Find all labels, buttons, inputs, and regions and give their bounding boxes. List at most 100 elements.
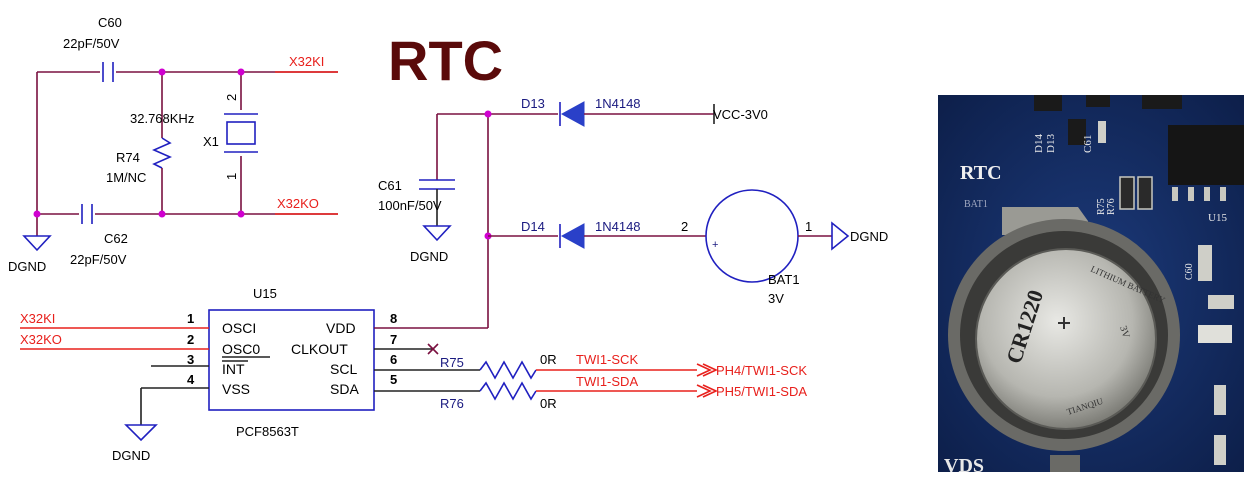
cell-plus-mark bbox=[1058, 317, 1070, 329]
dgnd-label-bat: DGND bbox=[850, 229, 888, 244]
pin-name-int: INT bbox=[222, 361, 245, 377]
photo-c60-label: C60 bbox=[1184, 263, 1195, 280]
bat1-value: 3V bbox=[768, 291, 784, 306]
net-x32ko-bottom: X32KO bbox=[277, 196, 319, 211]
c61-symbol bbox=[419, 179, 455, 190]
net-x32ko-ic: X32KO bbox=[20, 332, 62, 347]
pin-num-6: 6 bbox=[390, 352, 397, 367]
photo-bat1-label: BAT1 bbox=[964, 199, 988, 210]
c61-ref: C61 bbox=[378, 178, 402, 193]
c62-ref: C62 bbox=[104, 231, 128, 246]
pcb-photo: D14 D13 C61 U15 RTC BAT1 R75 R76 C60 bbox=[938, 95, 1244, 472]
pin-name-osci: OSCI bbox=[222, 320, 256, 336]
x1-pin-bottom: 1 bbox=[224, 173, 239, 180]
dgnd-symbol-left bbox=[22, 235, 52, 252]
u15-body bbox=[208, 309, 375, 411]
net-ph5: PH5/TWI1-SDA bbox=[716, 384, 807, 399]
r76-ref: R76 bbox=[440, 396, 464, 411]
x1-component bbox=[1198, 325, 1232, 343]
bat1-pin: 1 bbox=[805, 219, 812, 234]
pin-name-sda: SDA bbox=[330, 381, 359, 397]
dgnd-symbol-c61 bbox=[422, 225, 452, 242]
right-small-2 bbox=[1214, 435, 1226, 465]
dgnd-label-left: DGND bbox=[8, 259, 46, 274]
cell-voltage: 3V bbox=[1117, 325, 1131, 341]
dgnd-label-vss: DGND bbox=[112, 448, 150, 463]
x1-pin-top: 2 bbox=[224, 94, 239, 101]
bat1-ref: BAT1 bbox=[768, 272, 800, 287]
u15-chip bbox=[1168, 125, 1244, 185]
d13-symbol bbox=[560, 101, 585, 127]
clkout-nc-mark bbox=[427, 343, 439, 355]
junction-x1-bottom bbox=[237, 210, 245, 218]
junction-x1-top bbox=[237, 68, 245, 76]
net-twi1-sck: TWI1-SCK bbox=[576, 352, 638, 367]
u15-ref: U15 bbox=[253, 286, 277, 301]
chip-top-2 bbox=[1086, 95, 1110, 107]
c60-ref: C60 bbox=[98, 15, 122, 30]
photo-r76-label: R76 bbox=[1106, 198, 1117, 215]
x1-frequency: 32.768KHz bbox=[130, 111, 194, 126]
d13-component bbox=[1068, 119, 1086, 145]
d14-part: 1N4148 bbox=[595, 219, 641, 234]
pin-num-5: 5 bbox=[390, 372, 397, 387]
pin-name-clkout: CLKOUT bbox=[291, 341, 348, 357]
r75-component bbox=[1119, 176, 1135, 210]
photo-r75-label: R75 bbox=[1096, 198, 1107, 215]
r76-value: 0R bbox=[540, 396, 557, 411]
x1-plates bbox=[224, 113, 258, 153]
r75-ref: R75 bbox=[440, 355, 464, 370]
pin-name-scl: SCL bbox=[330, 361, 357, 377]
pin-name-osc0: OSC0 bbox=[222, 341, 260, 357]
u15-part: PCF8563T bbox=[236, 424, 299, 439]
net-x32ki-ic: X32KI bbox=[20, 311, 55, 326]
d13-ref: D13 bbox=[521, 96, 545, 111]
pin-num-4: 4 bbox=[187, 372, 195, 387]
wire-pin4 bbox=[140, 387, 209, 425]
chip-top-3 bbox=[1142, 95, 1182, 109]
pin-num-1: 1 bbox=[187, 311, 194, 326]
pin-name-vdd: VDD bbox=[326, 320, 356, 336]
r74-symbol bbox=[152, 137, 172, 169]
photo-c61-label: C61 bbox=[1082, 135, 1094, 153]
r74-ref: R74 bbox=[116, 150, 140, 165]
d14-symbol bbox=[560, 223, 585, 249]
r74-value: 1M/NC bbox=[106, 170, 146, 185]
r76-symbol bbox=[479, 381, 537, 401]
photo-d14-label: D14 bbox=[1033, 134, 1045, 153]
r76-component bbox=[1137, 176, 1153, 210]
r75-symbol bbox=[479, 360, 537, 380]
pin-num-7: 7 bbox=[390, 332, 397, 347]
junction-left-bottom bbox=[33, 210, 41, 218]
photo-d13-label: D13 bbox=[1045, 134, 1057, 153]
d14-ref: D14 bbox=[521, 219, 545, 234]
junction-r74-top bbox=[158, 68, 166, 76]
port-arrow-ph4 bbox=[696, 363, 718, 377]
c62-value: 22pF/50V bbox=[70, 252, 127, 267]
right-small-1 bbox=[1214, 385, 1226, 415]
c61-value: 100nF/50V bbox=[378, 198, 442, 213]
net-x32ki-top: X32KI bbox=[289, 54, 324, 69]
dgnd-symbol-vss bbox=[124, 424, 158, 442]
c60-symbol bbox=[102, 62, 114, 82]
photo-u15-label: U15 bbox=[1208, 212, 1227, 224]
x1-body bbox=[226, 121, 256, 145]
dgnd-symbol-bat bbox=[831, 221, 850, 251]
net-twi1-sda: TWI1-SDA bbox=[576, 374, 638, 389]
x1-ref: X1 bbox=[203, 134, 219, 149]
pin-num-3: 3 bbox=[187, 352, 194, 367]
d14-pin: 2 bbox=[681, 219, 688, 234]
pin-num-8: 8 bbox=[390, 311, 397, 326]
bat1-plus: + bbox=[712, 239, 718, 251]
u15-chip-pins bbox=[1172, 187, 1226, 201]
holder-tab-bottom bbox=[1050, 455, 1080, 472]
net-ph4: PH4/TWI1-SCK bbox=[716, 363, 807, 378]
pin-num-2: 2 bbox=[187, 332, 194, 347]
r75-value: 0R bbox=[540, 352, 557, 367]
junction-trunk-top bbox=[484, 110, 492, 118]
d13-part: 1N4148 bbox=[595, 96, 641, 111]
schematic-svg: RTC C60 22pF/50V X32KI X32KO DGND C62 22… bbox=[8, 15, 888, 463]
photo-bottom-label: VDS bbox=[944, 455, 984, 472]
c60-value: 22pF/50V bbox=[63, 36, 120, 51]
